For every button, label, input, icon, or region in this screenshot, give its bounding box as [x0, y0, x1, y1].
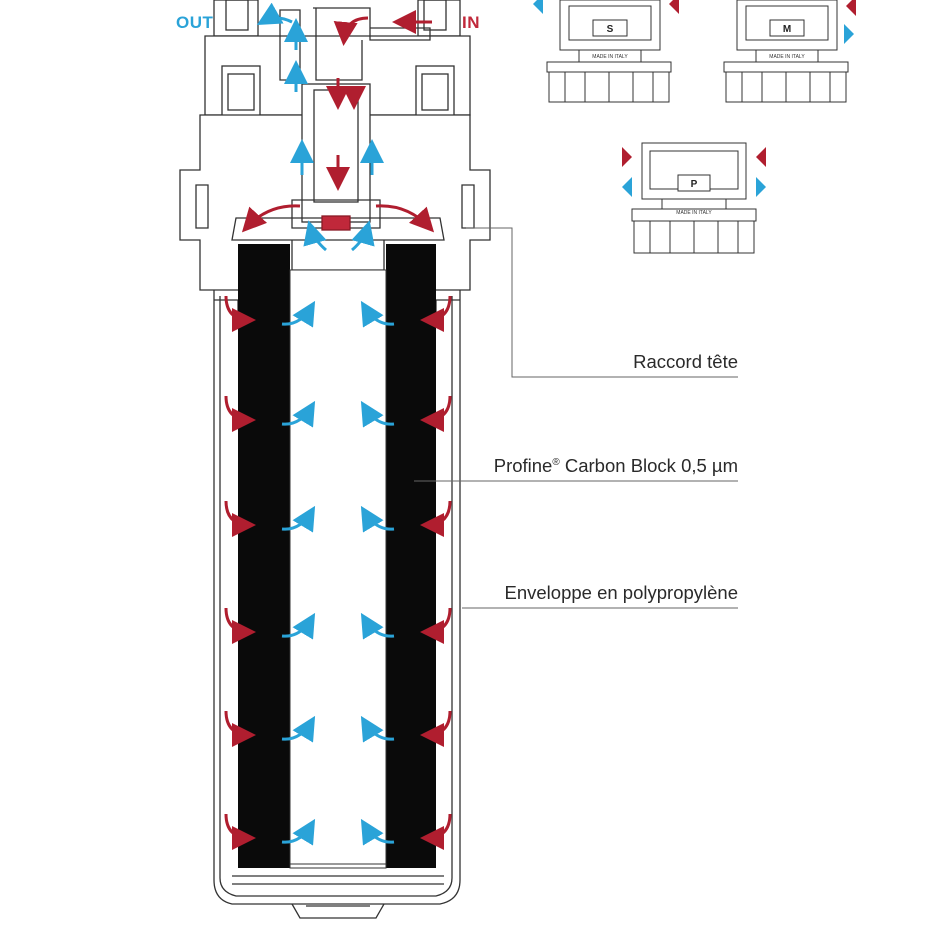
carbon-block-right [386, 244, 436, 868]
red-arrow-icon [224, 607, 256, 644]
red-arrow-icon [420, 710, 452, 747]
blue-arrow-icon [281, 818, 316, 846]
blue-arrow-icon [281, 300, 316, 328]
variant-head-m: M MADE IN ITALY [723, 0, 856, 103]
red-arrow-icon [420, 607, 452, 644]
cartridge-flow-arrows [224, 295, 452, 850]
blue-triangle-icon [622, 177, 632, 197]
variant-badge-s: S [607, 24, 614, 35]
variant-badge-m: M [783, 24, 791, 35]
blue-arrow-icon [281, 612, 316, 640]
red-arrow-icon [224, 710, 256, 747]
callout-leaders [414, 227, 738, 609]
red-arrow-icon [224, 500, 256, 537]
blue-triangle-icon [756, 177, 766, 197]
red-arrow-icon [224, 395, 256, 432]
callout-head-connector: Raccord tête [633, 351, 738, 372]
registered-mark: ® [552, 456, 560, 468]
red-arrow-icon [420, 500, 452, 537]
red-arrow-icon [224, 813, 256, 850]
in-port-label: IN [462, 13, 480, 32]
out-port-label: OUT [176, 13, 214, 32]
red-arrow-icon [420, 295, 452, 332]
blue-triangle-icon [844, 24, 854, 44]
blue-arrow-icon [360, 300, 395, 328]
carbon-block-left [238, 244, 290, 868]
blue-arrow-icon [360, 715, 395, 743]
head-flow-arrows [241, 2, 435, 252]
blue-arrow-icon [360, 818, 395, 846]
red-triangle-icon [669, 0, 679, 14]
blue-arrow-icon [360, 400, 395, 428]
filter-head [179, 0, 491, 291]
red-arrow-icon [420, 395, 452, 432]
blue-arrow-icon [281, 715, 316, 743]
variant-head-s: S MADE IN ITALY [533, 0, 679, 103]
variant-stamp-s: MADE IN ITALY [592, 54, 628, 60]
variant-badge-p: P [691, 179, 698, 190]
red-triangle-icon [846, 0, 856, 16]
red-arrow-icon [420, 813, 452, 850]
variant-head-p: P MADE IN ITALY [622, 142, 766, 254]
carbon-block-spec: Carbon Block 0,5 µm [559, 455, 738, 476]
variant-stamp-m: MADE IN ITALY [769, 54, 805, 60]
callout-carbon-block: Profine® Carbon Block 0,5 µm [494, 455, 738, 477]
blue-arrow-icon [360, 505, 395, 533]
red-arrow-icon [224, 295, 256, 332]
blue-arrow-icon [281, 400, 316, 428]
carbon-block-brand: Profine [493, 455, 553, 476]
polypropylene-housing [213, 290, 461, 919]
carbon-block [238, 244, 436, 869]
blue-triangle-icon [533, 0, 543, 14]
blue-arrow-icon [360, 612, 395, 640]
variant-stamp-p: MADE IN ITALY [676, 210, 712, 216]
red-triangle-icon [756, 147, 766, 167]
callout-housing: Enveloppe en polypropylène [504, 582, 738, 603]
blue-arrow-icon [281, 505, 316, 533]
red-triangle-icon [622, 147, 632, 167]
